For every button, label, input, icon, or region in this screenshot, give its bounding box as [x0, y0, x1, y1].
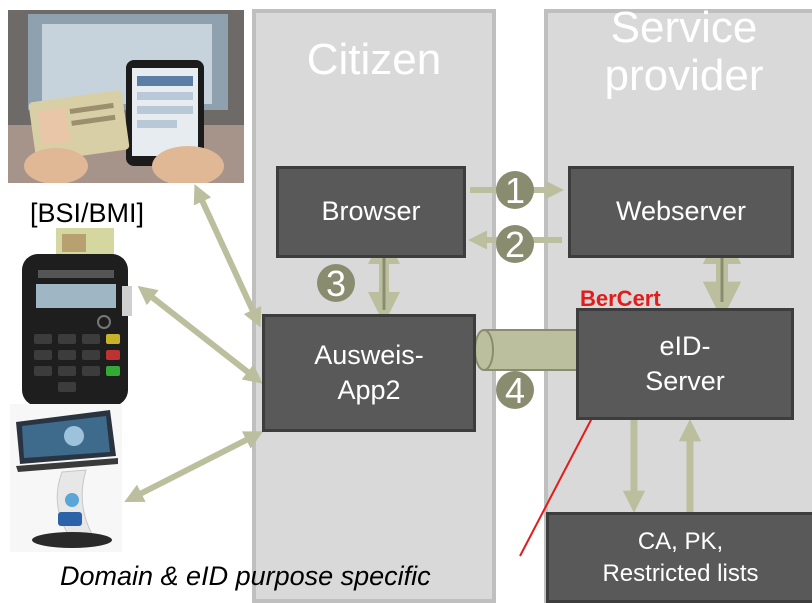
ca-lists-box: CA, PK, Restricted lists — [546, 512, 812, 603]
kiosk-terminal-photo — [10, 404, 122, 552]
smartphone-card-photo — [8, 10, 244, 183]
domain-purpose-label: Domain & eID purpose specific — [60, 561, 431, 591]
svg-text:2: 2 — [505, 224, 525, 265]
svg-text:3: 3 — [326, 263, 346, 304]
bercert-label: BerCert — [580, 286, 661, 311]
eid-server-box: eID- Server — [576, 308, 794, 420]
kiosk-to-app-arrow — [124, 431, 264, 502]
citizen-title: Citizen — [306, 35, 442, 84]
step-badge-3: 3 — [317, 263, 355, 304]
step-badge-4: 4 — [496, 370, 534, 411]
ausweisapp-box: Ausweis- App2 — [262, 314, 476, 432]
webserver-box: Webserver — [568, 166, 794, 258]
svg-text:1: 1 — [505, 170, 525, 211]
svg-text:4: 4 — [505, 370, 525, 411]
reader-to-app-arrow — [137, 285, 263, 384]
source-label: [BSI/BMI] — [30, 198, 145, 228]
phone-to-app-arrow — [193, 184, 262, 328]
service-provider-column — [544, 9, 812, 603]
step-badge-2: 2 — [496, 224, 534, 265]
step-badge-1: 1 — [496, 170, 534, 211]
browser-box: Browser — [276, 166, 466, 258]
service-provider-title: Service provider — [604, 3, 764, 101]
card-reader-photo — [18, 226, 136, 410]
